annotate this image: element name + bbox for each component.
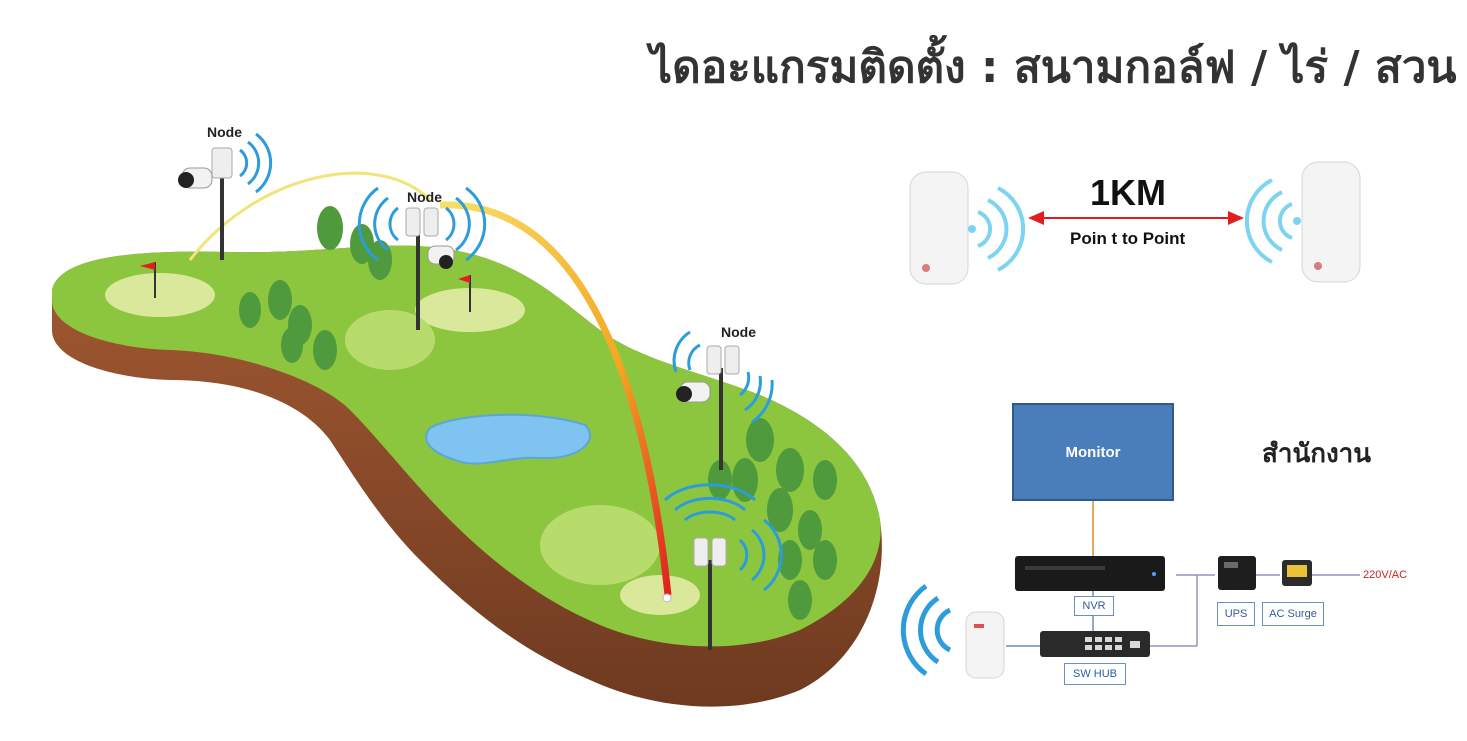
antenna-icon <box>1301 161 1361 283</box>
node-1 <box>178 132 273 260</box>
flag-icon <box>458 275 471 312</box>
monitor-label: Monitor <box>1065 443 1121 461</box>
golf-course-island <box>52 206 882 707</box>
distance-arrow <box>1028 211 1244 225</box>
power-label: 220V/AC <box>1363 569 1408 581</box>
office-label: สำนักงาน <box>1262 439 1372 469</box>
ups-device <box>1218 556 1256 590</box>
wifi-icon <box>357 186 487 262</box>
node-label: Node <box>407 189 442 205</box>
antenna-icon <box>706 345 722 375</box>
wifi-icon <box>672 330 774 424</box>
flag-icon <box>140 262 156 298</box>
surge-label: AC Surge <box>1262 602 1324 626</box>
nvr-label: NVR <box>1074 596 1114 616</box>
antenna-icon <box>423 207 439 237</box>
wifi-icon <box>900 583 952 677</box>
antenna-icon <box>405 207 421 237</box>
switch-device <box>1040 631 1150 657</box>
switch-label: SW HUB <box>1064 663 1126 685</box>
antenna-icon <box>724 345 740 375</box>
ptp-device-right <box>1244 161 1361 283</box>
signal-arc <box>439 201 672 596</box>
signal-arc <box>188 171 432 261</box>
antenna-icon <box>909 171 969 285</box>
ac-surge-device <box>1282 560 1312 586</box>
antenna-icon <box>711 537 727 567</box>
distance-label: 1KM <box>1090 172 1167 213</box>
wifi-icon <box>663 483 783 592</box>
wifi-icon <box>239 132 273 194</box>
node-2 <box>357 186 487 330</box>
node-3 <box>672 330 774 470</box>
node-label: Node <box>721 324 756 340</box>
page-title: ไดอะแกรมติดตั้ง : สนามกอล์ฟ / ไร่ / สวน <box>650 42 1457 93</box>
office-access-point <box>900 583 1005 679</box>
antenna-icon <box>211 147 233 179</box>
wifi-icon <box>977 186 1026 272</box>
ups-label: UPS <box>1217 602 1255 626</box>
ptp-device-left <box>909 171 1026 285</box>
wifi-icon <box>1244 178 1293 264</box>
node-label: Node <box>207 124 242 140</box>
link-mode-label: Poin t to Point <box>1070 229 1186 248</box>
monitor-box: Monitor <box>1012 403 1174 501</box>
nvr-device <box>1015 556 1165 591</box>
access-point-course <box>663 483 783 650</box>
antenna-icon <box>965 611 1005 679</box>
antenna-icon <box>693 537 709 567</box>
